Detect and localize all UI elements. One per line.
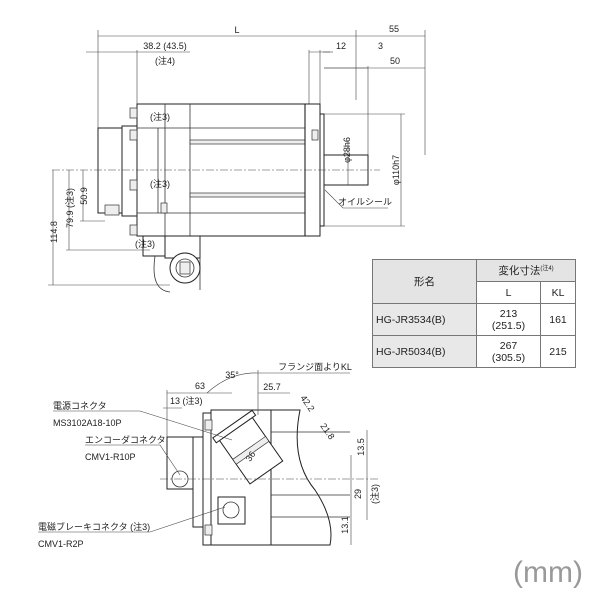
dim-25-7: 25.7	[263, 382, 281, 392]
unit-label: (mm)	[513, 556, 583, 589]
L-alt-value: (305.5)	[491, 351, 526, 364]
top-view: L 55 38.2 (43.5) (注4) 12 3 50	[48, 24, 426, 293]
dim-13-1: 13.1	[340, 516, 350, 534]
flange-diameter: φ110h7	[391, 155, 401, 185]
power-connector-label: 電源コネクタ	[53, 401, 107, 411]
dim-50-9: 50.9	[79, 187, 89, 205]
side-view: 63 13 (注3) 35° フランジ面よりKL 25.7 42.2 21.8 …	[38, 362, 380, 549]
table-row: HG-JR5034(B) 267(305.5) 215	[372, 335, 576, 368]
dim-114-8: 114.8	[49, 221, 59, 243]
dim-3: 3	[378, 41, 383, 51]
L-alt-value: (251.5)	[491, 319, 526, 332]
variable-dimension-table: 形名 変化寸法(注4) L KL HG-JR3534(B) 213(251.5)…	[372, 259, 576, 368]
oil-seal-label: オイルシール	[338, 197, 392, 207]
L-value: 267	[499, 339, 518, 352]
dim-L: L	[234, 25, 239, 35]
dim-36: 36	[244, 449, 258, 463]
model-cell: HG-JR5034(B)	[372, 335, 477, 368]
table-row: HG-JR3534(B) 213(251.5) 161	[372, 303, 576, 336]
variable-header-text: 変化寸法	[498, 265, 541, 277]
note3-label: (注3)	[150, 178, 170, 189]
angle-35: 35°	[225, 370, 239, 380]
dim-79-9: 79.9 (注3)	[64, 188, 75, 228]
model-cell: HG-JR3534(B)	[372, 303, 477, 336]
dim-42-2: 42.2	[298, 393, 316, 413]
L-cell: 213(251.5)	[476, 303, 541, 336]
encoder-connector-part: CMV1-R10P	[85, 452, 136, 462]
power-connector-part: MS3102A18-10P	[53, 418, 122, 428]
note3-label: (注3)	[135, 238, 155, 249]
dim-13: 13 (注3)	[170, 395, 203, 406]
variable-dimension-header: 変化寸法(注4)	[476, 259, 576, 282]
brake-connector-label: 電磁ブレーキコネクタ (注3)	[38, 521, 150, 532]
encoder-connector-label: エンコーダコネクタ	[85, 434, 166, 445]
note4-label: (注4)	[155, 55, 175, 66]
dim-13-5: 13.5	[356, 438, 366, 456]
model-header: 形名	[372, 259, 477, 304]
dim-50: 50	[390, 56, 400, 66]
dim-29: 29	[353, 489, 363, 499]
dim-38-2: 38.2 (43.5)	[143, 41, 187, 51]
col-KL-header: KL	[540, 281, 576, 304]
KL-cell: 161	[540, 303, 576, 336]
variable-note: (注4)	[540, 266, 554, 272]
dim-63: 63	[195, 381, 205, 391]
col-L-header: L	[476, 281, 541, 304]
brake-connector-part: CMV1-R2P	[38, 539, 84, 549]
dim-21-8: 21.8	[318, 421, 336, 441]
note3-label: (注3)	[369, 484, 380, 504]
dim-12: 12	[336, 41, 346, 51]
KL-cell: 215	[540, 335, 576, 368]
note3-label: (注3)	[150, 111, 170, 122]
shaft-diameter: φ28h6	[342, 137, 352, 163]
dim-55: 55	[389, 24, 399, 34]
L-cell: 267(305.5)	[476, 335, 541, 368]
L-value: 213	[499, 307, 518, 320]
flange-kl-label: フランジ面よりKL	[278, 362, 352, 372]
